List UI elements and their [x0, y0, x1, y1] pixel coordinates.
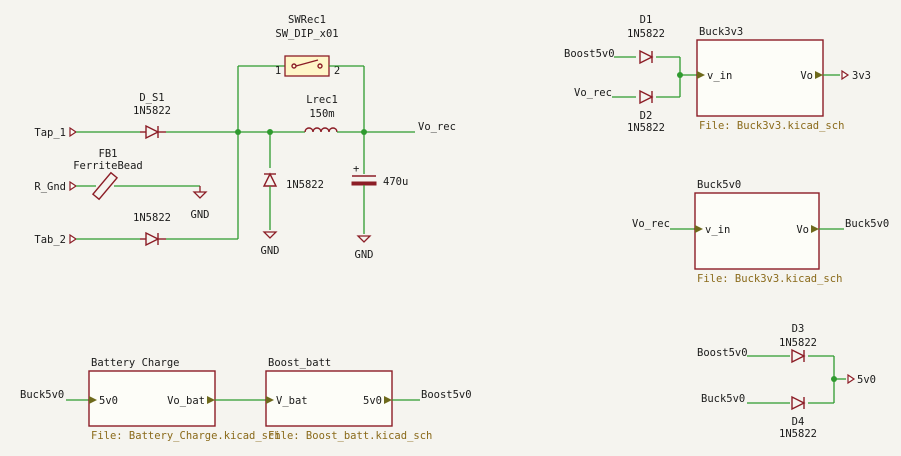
rgnd-label: R_Gnd: [34, 181, 66, 193]
buck3v3-pin-in: v_in: [707, 70, 732, 82]
dshunt-value: 1N5822: [286, 179, 324, 191]
buck3v3-pin-out: Vo: [800, 70, 813, 82]
fb1-value: FerriteBead: [73, 160, 143, 172]
fb1-ref: FB1: [99, 148, 118, 160]
d1-ref: D1: [640, 14, 653, 26]
swrec-pin1: 1: [275, 65, 281, 77]
gnd1-label: GND: [191, 209, 210, 221]
sheet-boost-batt[interactable]: [265, 370, 393, 427]
swrec-value: SW_DIP_x01: [275, 28, 338, 40]
boost-pin-out: 5v0: [363, 395, 382, 407]
vo-rec-buck5-label: Vo_rec: [632, 218, 670, 230]
sheet-buck3v3[interactable]: [696, 39, 824, 117]
diode-ds1[interactable]: [140, 124, 166, 140]
boost-pin-in: V_bat: [276, 395, 308, 407]
buck3v3-file: File: Buck3v3.kicad_sch: [699, 120, 844, 132]
buck5v0-out-label: Buck5v0: [845, 218, 889, 230]
diode-d1[interactable]: [639, 49, 654, 65]
diode-shunt[interactable]: [262, 172, 278, 187]
tab2-label: Tab_2: [34, 234, 66, 246]
d1-value: 1N5822: [627, 28, 665, 40]
cap-value: 470u: [383, 176, 408, 188]
rectifier-section: Tap_1 D_S1 1N5822 R_Gnd FB1 FerriteBead: [34, 14, 456, 261]
cap-plus: +: [353, 163, 359, 175]
swrec-pin2: 2: [334, 65, 340, 77]
buck3v3-section: Boost5v0 D1 1N5822 Vo_rec D2 1N5822 Buck…: [564, 14, 871, 134]
gnd-symbol-cap: [356, 235, 372, 243]
out-3v3-label: 3v3: [852, 70, 871, 82]
buck5v0-pin-out: Vo: [796, 224, 809, 236]
capacitor-470u[interactable]: [351, 175, 377, 186]
diode-d2[interactable]: [639, 89, 654, 105]
diode-d3[interactable]: [791, 348, 806, 364]
inductor-lrec1[interactable]: [304, 127, 338, 133]
port-tap1[interactable]: Tap_1: [34, 126, 78, 139]
port-rgnd[interactable]: R_Gnd: [34, 180, 78, 193]
d2-ref: D2: [640, 110, 653, 122]
port-3v3[interactable]: 3v3: [841, 69, 871, 82]
vo-rec-net-label: Vo_rec: [418, 121, 456, 133]
swrec-ref: SWRec1: [288, 14, 326, 26]
d2-value: 1N5822: [627, 122, 665, 134]
d3-value: 1N5822: [779, 337, 817, 349]
boost-file: File: Boost_batt.kicad_sch: [268, 430, 432, 442]
buck5v0-section: Vo_rec Buck5v0 v_in Vo File: Buck3v3.kic…: [632, 179, 889, 285]
buck5v0-pin-in: v_in: [705, 224, 730, 236]
battery-pin-out: Vo_bat: [167, 395, 205, 407]
gnd-symbol-fb: [192, 186, 208, 199]
battery-file: File: Battery_Charge.kicad_sch: [91, 430, 281, 442]
ds1-ref: D_S1: [139, 92, 164, 104]
buck5v0-d4-label: Buck5v0: [701, 393, 745, 405]
diode-d4[interactable]: [791, 395, 806, 411]
diode-tab2[interactable]: [140, 231, 166, 247]
buck3v3-name: Buck3v3: [699, 26, 743, 38]
boost5v0-d3-label: Boost5v0: [697, 347, 748, 359]
battery-name: Battery Charge: [91, 357, 180, 369]
d4-value: 1N5822: [779, 428, 817, 440]
ferrite-bead-fb1[interactable]: [91, 171, 119, 201]
boost5v0-net-label: Boost5v0: [564, 48, 615, 60]
or-ing-section: Boost5v0 D3 1N5822 Buck5v0 D4 1N5822 5v0: [697, 323, 876, 440]
switch-swrec1[interactable]: [284, 55, 330, 77]
out-5v0-label: 5v0: [857, 374, 876, 386]
d4-ref: D4: [792, 416, 805, 428]
sheet-buck5v0[interactable]: [694, 192, 820, 270]
battery-boost-section: Buck5v0 Battery Charge 5v0 Vo_bat File: …: [20, 357, 472, 442]
gnd-symbol-shunt: [262, 231, 278, 239]
buck5v0-batt-label: Buck5v0: [20, 389, 64, 401]
buck5v0-name: Buck5v0: [697, 179, 741, 191]
lrec-ref: Lrec1: [306, 94, 338, 106]
d-tab-value: 1N5822: [133, 212, 171, 224]
sheet-battery-charge[interactable]: [88, 370, 216, 427]
d3-ref: D3: [792, 323, 805, 335]
boost-name: Boost_batt: [268, 357, 331, 369]
buck5v0-file: File: Buck3v3.kicad_sch: [697, 273, 842, 285]
ds1-value: 1N5822: [133, 105, 171, 117]
port-5v0[interactable]: 5v0: [847, 373, 876, 386]
boost5v0-out-label: Boost5v0: [421, 389, 472, 401]
lrec-value: 150m: [309, 108, 334, 120]
vo-rec-d2-label: Vo_rec: [574, 87, 612, 99]
port-tab2[interactable]: Tab_2: [34, 233, 78, 246]
gnd3-label: GND: [355, 249, 374, 261]
gnd2-label: GND: [261, 245, 280, 257]
battery-pin-in: 5v0: [99, 395, 118, 407]
tap1-label: Tap_1: [34, 127, 66, 139]
